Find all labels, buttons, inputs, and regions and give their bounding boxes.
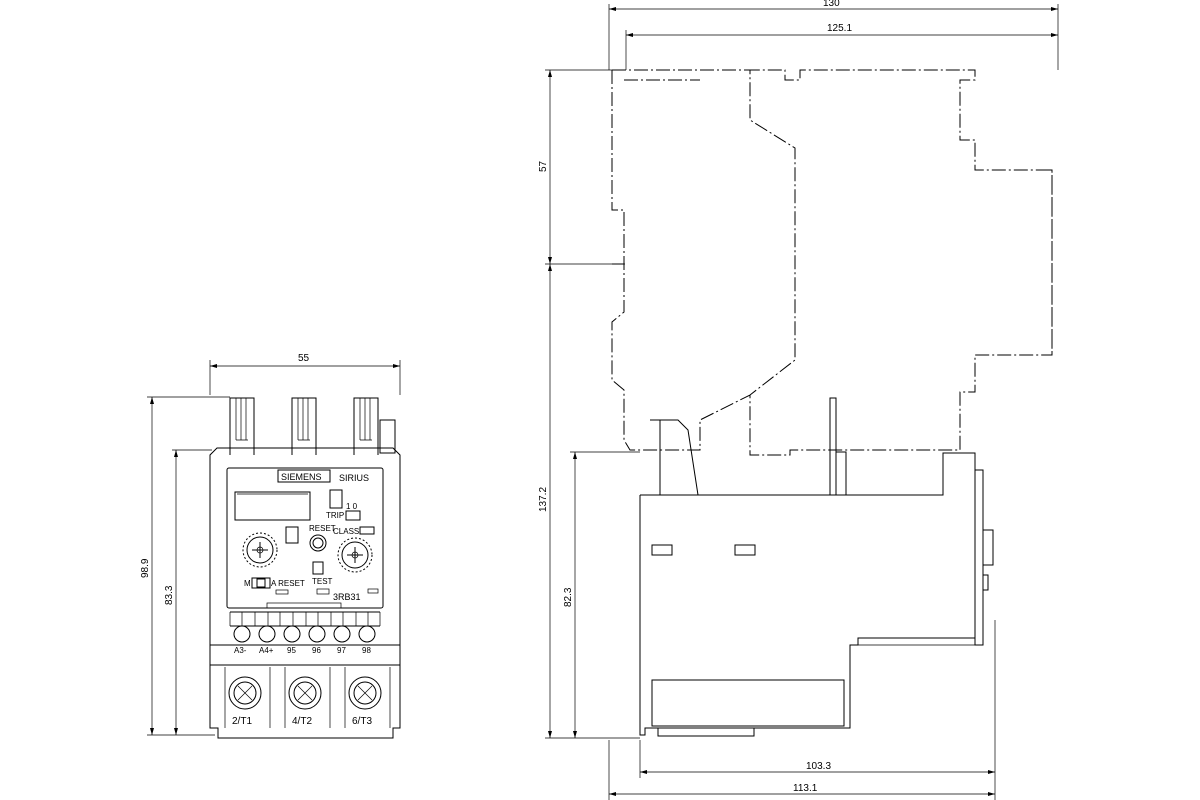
model-label: 3RB31	[333, 592, 361, 602]
side-view: 130 125.1 57 137.2 82.3 103.3 113.1	[538, 0, 1059, 800]
dim-width-label: 55	[298, 353, 310, 364]
class-label: CLASS	[333, 527, 359, 536]
class-dial-icon	[337, 537, 373, 573]
test-label: TEST	[312, 577, 333, 586]
series-label: SIRIUS	[339, 473, 369, 483]
dim-57-label: 57	[538, 160, 549, 172]
m-label: M	[244, 579, 251, 588]
main-terminal-t3: 6/T3	[352, 716, 372, 727]
dim-height-body-label: 83.3	[164, 585, 175, 605]
dim-137-label: 137.2	[538, 487, 549, 512]
current-dial-icon	[242, 532, 278, 568]
main-terminal-t2: 4/T2	[292, 716, 312, 727]
main-terminal-t1: 2/T1	[232, 716, 252, 727]
dim-113-label: 113.1	[793, 783, 818, 794]
front-view: 55 98.9 83.3 SIEMENS SIRIUS	[140, 353, 401, 739]
aux-terminal-95: 95	[287, 646, 296, 655]
aux-terminal-a3: A3-	[234, 646, 247, 655]
aux-terminal-98: 98	[362, 646, 371, 655]
reset-label: RESET	[309, 524, 336, 533]
trip-label: TRIP	[326, 511, 344, 520]
dim-125-label: 125.1	[827, 23, 852, 34]
a-reset-label: A RESET	[271, 579, 305, 588]
main-terminal-block: 2/T1 4/T2 6/T3	[224, 667, 391, 728]
dim-82-label: 82.3	[563, 587, 574, 607]
contactor-outline	[611, 69, 1053, 456]
dim-130-label: 130	[823, 0, 840, 9]
aux-terminal-a4: A4+	[259, 646, 274, 655]
relay-body	[639, 397, 994, 737]
aux-terminal-block: A3- A4+ 95 96 97 98	[229, 611, 381, 655]
dim-height-total-label: 98.9	[140, 558, 151, 578]
io-label: 1 0	[346, 502, 358, 511]
dim-103-label: 103.3	[806, 761, 831, 772]
aux-terminal-97: 97	[337, 646, 346, 655]
top-lugs	[229, 397, 396, 455]
aux-terminal-96: 96	[312, 646, 321, 655]
brand-label: SIEMENS	[281, 472, 322, 482]
